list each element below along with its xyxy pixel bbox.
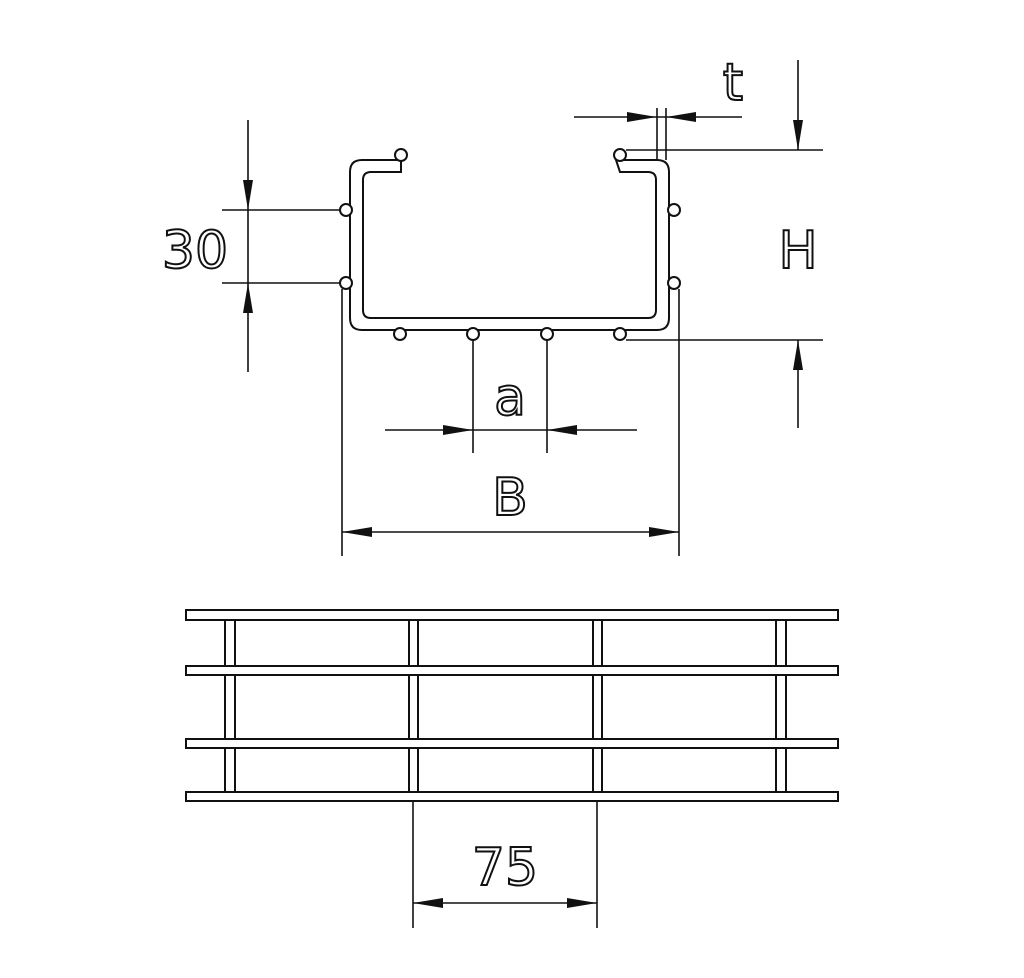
dimension-H-label: H xyxy=(778,221,817,281)
wire-circles xyxy=(339,148,681,341)
dimension-a-label: a xyxy=(494,368,526,428)
dimension-a: a xyxy=(385,340,637,453)
dimension-30-label: 30 xyxy=(162,221,228,281)
vertical-wires xyxy=(224,614,787,799)
dimension-B: B xyxy=(341,289,680,556)
dimension-t-label: t xyxy=(723,53,743,113)
dimension-H: H xyxy=(626,60,823,428)
longitudinal-wires xyxy=(185,609,839,802)
cross-section-profile xyxy=(339,148,681,341)
mesh-top-view xyxy=(185,609,839,802)
dimension-30: 30 xyxy=(161,120,340,372)
dimension-t: t xyxy=(574,52,744,160)
dimension-75-label: 75 xyxy=(472,838,538,898)
dimension-75: 75 xyxy=(412,801,598,928)
dimension-B-label: B xyxy=(492,468,528,528)
